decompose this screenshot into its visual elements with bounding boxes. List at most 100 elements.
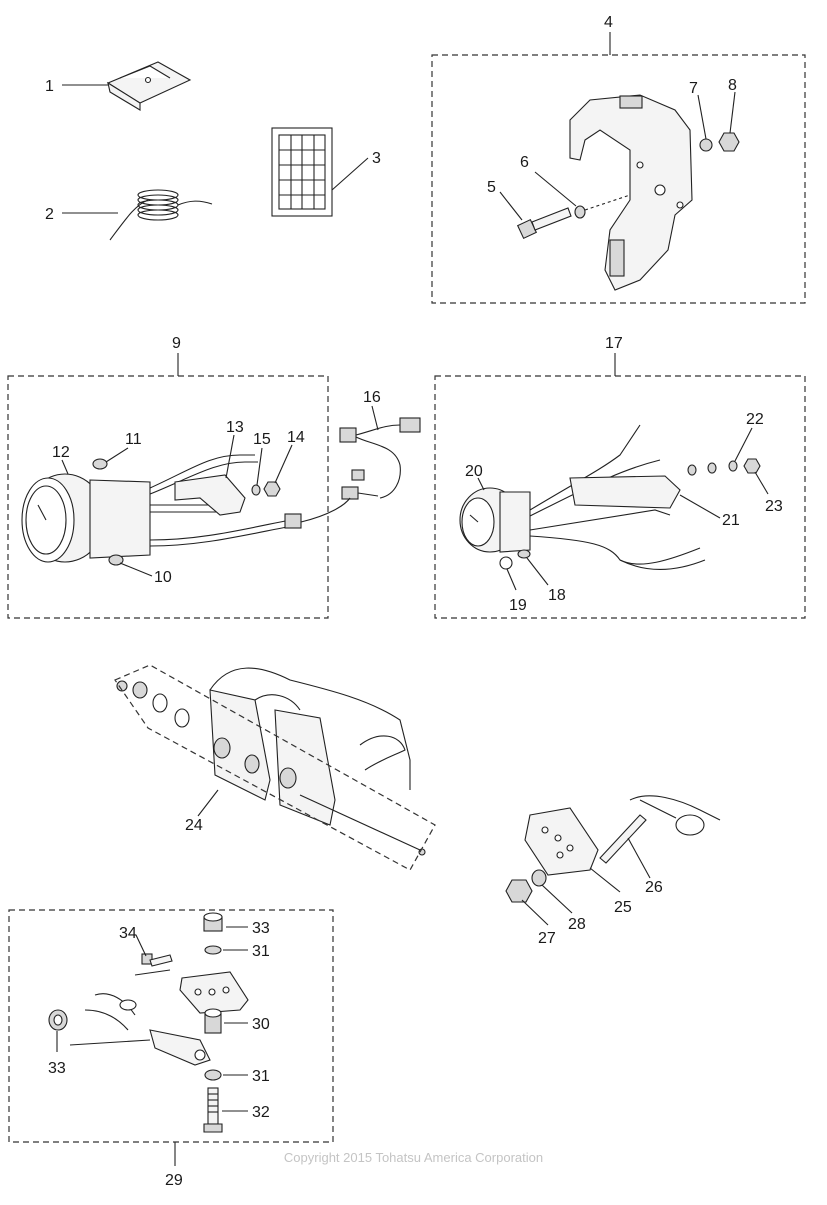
leader-23 [754,471,769,495]
callout-24: 24 [185,817,203,834]
callout-5: 5 [487,179,496,196]
group-29-box [8,909,334,1143]
callout-30: 30 [252,1016,270,1033]
callout-33b: 33 [48,1060,66,1077]
leader-26 [627,837,651,879]
part-31-washer-bottom [204,1069,222,1081]
leader-18 [526,557,549,586]
group-9-box [7,375,329,619]
part-7-washer [699,138,713,152]
callout-3: 3 [372,150,381,167]
link-plate [179,971,249,1014]
callout-2: 2 [45,206,54,223]
part-20-meter [459,487,531,553]
leader-14 [274,444,293,484]
leader-13 [225,434,235,479]
leader-6 [534,171,577,207]
part-15-washer [251,484,261,496]
part-14-nut [263,481,281,497]
leader-25 [589,867,621,893]
leader-27 [521,899,549,926]
callout-16: 16 [363,389,381,406]
leader-20 [477,477,485,491]
trim-washer-a [687,464,697,476]
leader-15 [256,447,263,486]
part-6-washer [574,205,586,219]
callout-26: 26 [645,879,663,896]
callout-4: 4 [604,14,613,31]
part-1-pouch [106,61,192,111]
callout-10: 10 [154,569,172,586]
callout-31a: 31 [252,943,270,960]
group-17-box [434,375,806,619]
leader-8 [729,91,736,134]
part-4-bracket [569,94,693,291]
callout-20: 20 [465,463,483,480]
part-34-bolt [141,953,173,967]
part-33-nut-top [203,912,223,932]
callout-22: 22 [746,411,764,428]
callout-17: 17 [605,335,623,352]
trim-washer-b [707,462,717,474]
callout-21: 21 [722,512,740,529]
callout-13: 13 [226,419,244,436]
part-5-bolt [516,207,572,240]
leader-10 [119,562,153,577]
leader-24 [197,789,219,817]
callout-19: 19 [509,597,527,614]
part-32-bolt [203,1087,223,1133]
leader-3 [331,157,369,191]
leader-5 [499,191,523,221]
callout-12: 12 [52,444,70,461]
callout-1: 1 [45,78,54,95]
leader-12 [61,459,69,475]
part-13-bracket [174,474,246,516]
callout-15: 15 [253,431,271,448]
part-27-nut [505,879,533,903]
callout-33a: 33 [252,920,270,937]
part-2-coil [109,189,213,241]
part-22-washer [728,460,738,472]
callout-29: 29 [165,1172,183,1189]
part-16-harness [300,417,421,523]
part-3-plate [271,127,333,217]
callout-25: 25 [614,899,632,916]
callout-34: 34 [119,925,137,942]
callout-6: 6 [520,154,529,171]
callout-11: 11 [125,431,142,448]
leader-34 [135,934,147,957]
part-21-bracket [569,475,681,509]
callout-14: 14 [287,429,305,446]
callout-28: 28 [568,916,586,933]
leader-28 [541,884,573,914]
part-11-bulb [92,458,108,470]
callout-23: 23 [765,498,783,515]
part-28-washer [531,869,547,887]
leader-22 [734,427,753,462]
callout-7: 7 [689,80,698,97]
part-23-nut [743,458,761,474]
leader-21 [679,494,721,519]
part-24-mount [114,664,436,871]
part-30-spacer [204,1008,222,1034]
part-25-plate [524,807,599,876]
part-8-nut [718,132,740,152]
part-26-stud [599,795,721,864]
part-12-gauge [21,473,151,563]
leader-11 [105,447,129,463]
callout-31b: 31 [252,1068,270,1085]
leader-19 [506,568,517,591]
callout-8: 8 [728,77,737,94]
part-19-cap [499,556,513,570]
callout-27: 27 [538,930,556,947]
part-18-bulb [517,549,531,559]
leader-7 [697,94,707,140]
part-33-nut-left [48,1009,68,1031]
callout-32: 32 [252,1104,270,1121]
callout-9: 9 [172,335,181,352]
callout-18: 18 [548,587,566,604]
part-31-washer-top [204,945,222,955]
link-arm [69,969,211,1066]
copyright-notice: Copyright 2015 Tohatsu America Corporati… [283,1150,544,1165]
